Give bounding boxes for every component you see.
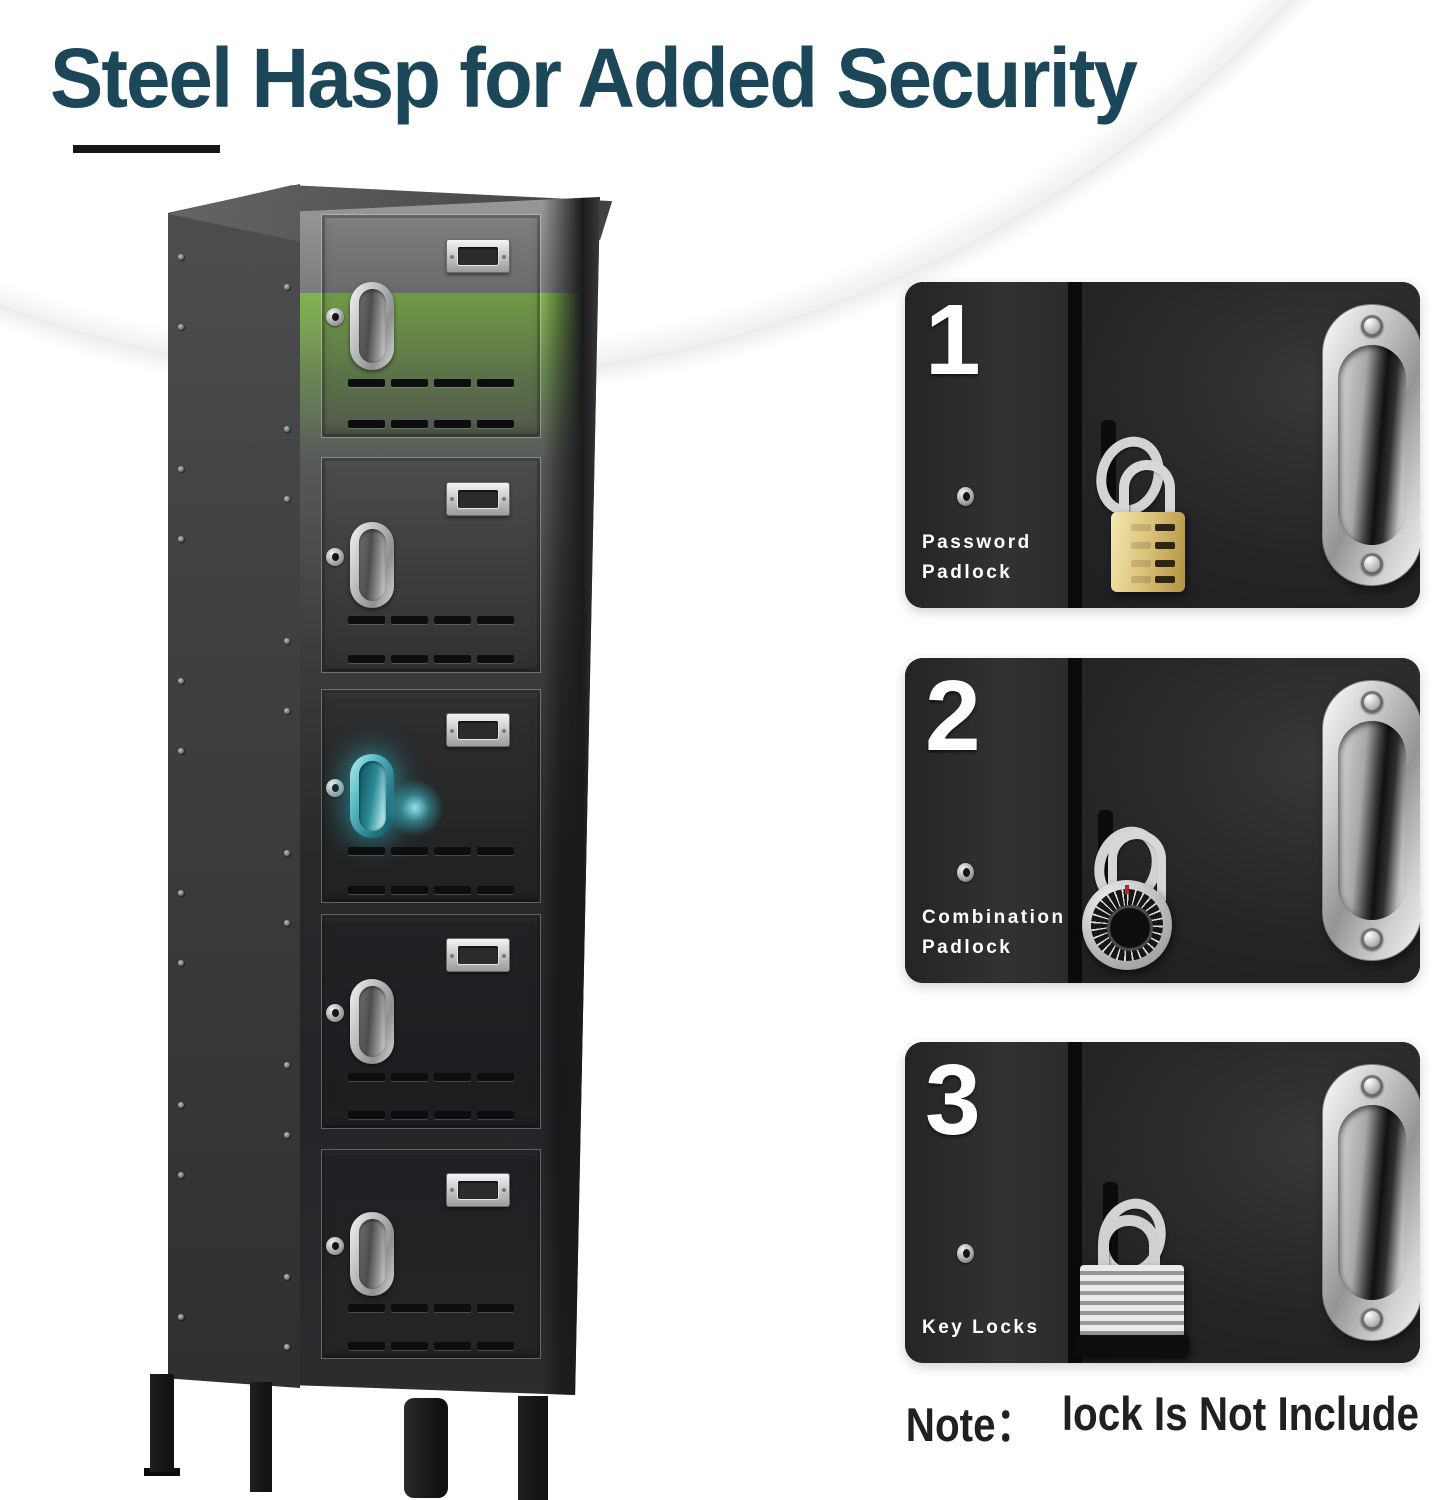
locker-door-closeup — [905, 1042, 1068, 1363]
locker-foot — [144, 1468, 180, 1476]
padlock-body — [1082, 880, 1172, 970]
locker-leg — [404, 1398, 448, 1498]
locker-door-5 — [321, 1149, 541, 1359]
locker-door-2 — [321, 457, 541, 673]
screw-icon — [1361, 1308, 1383, 1330]
locker-door-closeup — [905, 282, 1068, 608]
padlock-bumper — [1075, 1335, 1189, 1358]
nameplate — [446, 938, 511, 973]
key-padlock — [1075, 1215, 1189, 1360]
combination-dial — [1091, 889, 1163, 961]
dial-index-mark — [1125, 885, 1129, 894]
highlighted-hasp-handle — [350, 753, 394, 839]
locker-door-1 — [321, 214, 541, 438]
locker-leg — [150, 1374, 174, 1472]
door-handle — [350, 281, 394, 371]
nameplate-slot — [458, 1180, 499, 1199]
note: Note： lock Is Not Include — [905, 1386, 1420, 1455]
title-underline — [73, 145, 220, 153]
vent-slots — [348, 616, 514, 664]
screw-icon — [1361, 928, 1383, 950]
panel-number: 2 — [925, 660, 981, 772]
locker-image — [0, 0, 700, 1500]
hasp-plate — [1322, 304, 1420, 586]
padlock-shackle — [1098, 1215, 1160, 1290]
vent-slots — [348, 1072, 514, 1120]
locker-door-closeup — [905, 658, 1068, 983]
lock-cylinder-icon — [326, 308, 344, 327]
nameplate-slot — [458, 946, 499, 965]
panel-label: Key Locks — [922, 1317, 1040, 1338]
vent-slots — [348, 1303, 514, 1350]
nameplate — [446, 239, 511, 274]
door-handle — [350, 522, 394, 608]
combination-padlock — [1082, 830, 1174, 975]
keyhole-icon — [957, 862, 974, 882]
nameplate — [446, 1172, 511, 1207]
hasp-recess — [1338, 721, 1406, 920]
nameplate-slot — [458, 721, 499, 740]
door-handle — [350, 1212, 394, 1296]
password-padlock — [1105, 420, 1195, 600]
padlock-shackle — [1119, 460, 1175, 524]
locker-door-closeup — [1082, 1042, 1420, 1363]
nameplate — [446, 481, 511, 516]
hasp-plate — [1322, 680, 1420, 961]
locker-front-face — [300, 197, 600, 1395]
note-text: lock Is Not Include — [1061, 1387, 1420, 1440]
lock-cylinder-icon — [326, 1004, 344, 1023]
hasp-plate — [1322, 1064, 1420, 1341]
page-title: Steel Hasp for Added Security — [50, 31, 1138, 125]
vent-slots — [348, 379, 514, 429]
hasp-recess — [1338, 1105, 1406, 1300]
door-gap — [1068, 282, 1082, 608]
hasp-recess — [1338, 345, 1406, 545]
lock-cylinder-icon — [326, 1237, 344, 1256]
note-label: Note： — [905, 1398, 1037, 1451]
locker-leg — [250, 1382, 272, 1492]
keyhole-icon — [957, 487, 974, 507]
lock-cylinder-icon — [326, 547, 344, 566]
padlock-body — [1111, 512, 1185, 592]
nameplate — [446, 713, 511, 748]
panel-number: 3 — [925, 1044, 981, 1156]
glow-flare — [386, 779, 444, 838]
lock-option-panel-password: 1 Password Padlock — [905, 282, 1420, 608]
screw-icon — [1361, 1075, 1383, 1097]
lock-option-panel-key: 3 Key Locks — [905, 1042, 1420, 1363]
panel-label: Combination Padlock — [922, 907, 1066, 958]
hasp-staple — [1101, 420, 1116, 506]
lock-option-panel-combination: 2 Combination Padlock — [905, 658, 1420, 983]
locker-door-3 — [321, 689, 541, 903]
vent-slots — [348, 846, 514, 894]
door-gap — [1068, 658, 1082, 983]
locker-side-panel — [168, 184, 300, 1388]
panel-number: 1 — [925, 284, 981, 396]
padlock-body — [1080, 1265, 1184, 1339]
keyhole-icon — [957, 1244, 974, 1264]
nameplate-slot — [458, 489, 499, 508]
padlock-shackle — [1108, 830, 1166, 901]
screw-icon — [1361, 315, 1383, 337]
lock-cylinder-icon — [326, 779, 344, 798]
locker-leg — [518, 1396, 548, 1500]
nameplate-slot — [458, 247, 499, 266]
door-handle — [350, 978, 394, 1065]
screw-icon — [1361, 553, 1383, 575]
locker-door-4 — [321, 914, 541, 1129]
door-gap — [1068, 1042, 1082, 1363]
screw-icon — [1361, 691, 1383, 713]
panel-label: Password Padlock — [922, 532, 1032, 583]
locker-right-frame — [542, 197, 600, 1395]
